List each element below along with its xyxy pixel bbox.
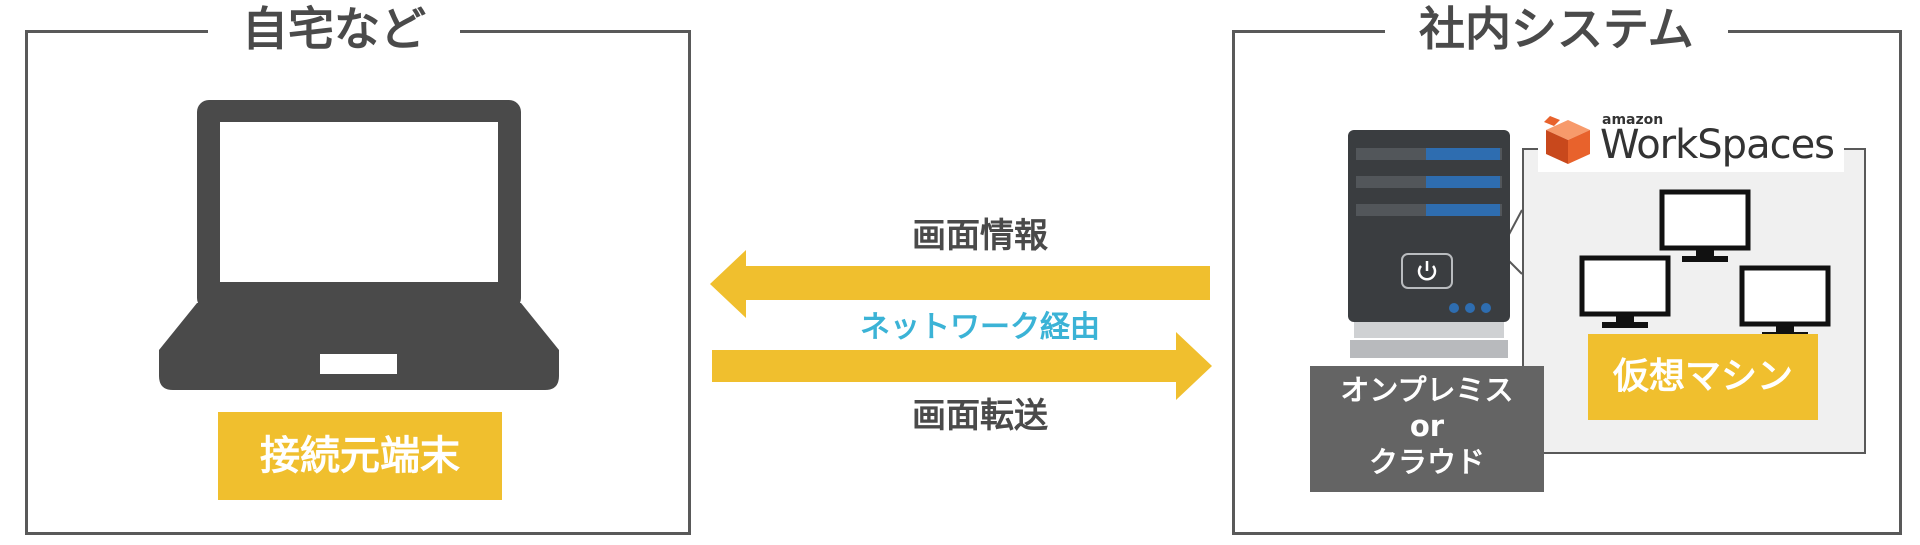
arrow-right-icon: [712, 332, 1212, 400]
arrow-left-icon: [710, 250, 1210, 318]
client-device-label: 接続元端末: [218, 412, 502, 500]
workspaces-logo-icon: [1544, 116, 1590, 164]
via-network-label: ネットワーク経由: [860, 310, 1100, 345]
workspaces-wordmark: WorkSpaces: [1600, 122, 1835, 168]
laptop-icon: [159, 100, 559, 390]
power-icon: [1401, 253, 1453, 289]
virtual-machine-label: 仮想マシン: [1588, 334, 1818, 420]
home-panel-title: 自宅など: [208, 0, 460, 59]
or-text: or: [1409, 409, 1445, 443]
home-panel: 自宅など: [25, 0, 691, 535]
onprem-or-cloud-label: オンプレミス or クラウド: [1310, 366, 1544, 492]
server-icon: [1348, 130, 1510, 358]
monitor-icon: [1739, 265, 1831, 338]
workspaces-logo: amazon WorkSpaces: [1538, 108, 1844, 172]
screen-info-label: 画面情報: [912, 216, 1048, 256]
office-system-panel-title: 社内システム: [1385, 0, 1728, 59]
onprem-text: オンプレミス: [1340, 373, 1514, 407]
monitor-icon: [1579, 255, 1671, 328]
cloud-text: クラウド: [1368, 445, 1485, 479]
monitor-icon: [1659, 189, 1751, 262]
amazon-wordmark: amazon: [1602, 112, 1664, 128]
screen-transfer-label: 画面転送: [912, 396, 1048, 436]
office-system-panel: 社内システム: [1232, 0, 1902, 535]
